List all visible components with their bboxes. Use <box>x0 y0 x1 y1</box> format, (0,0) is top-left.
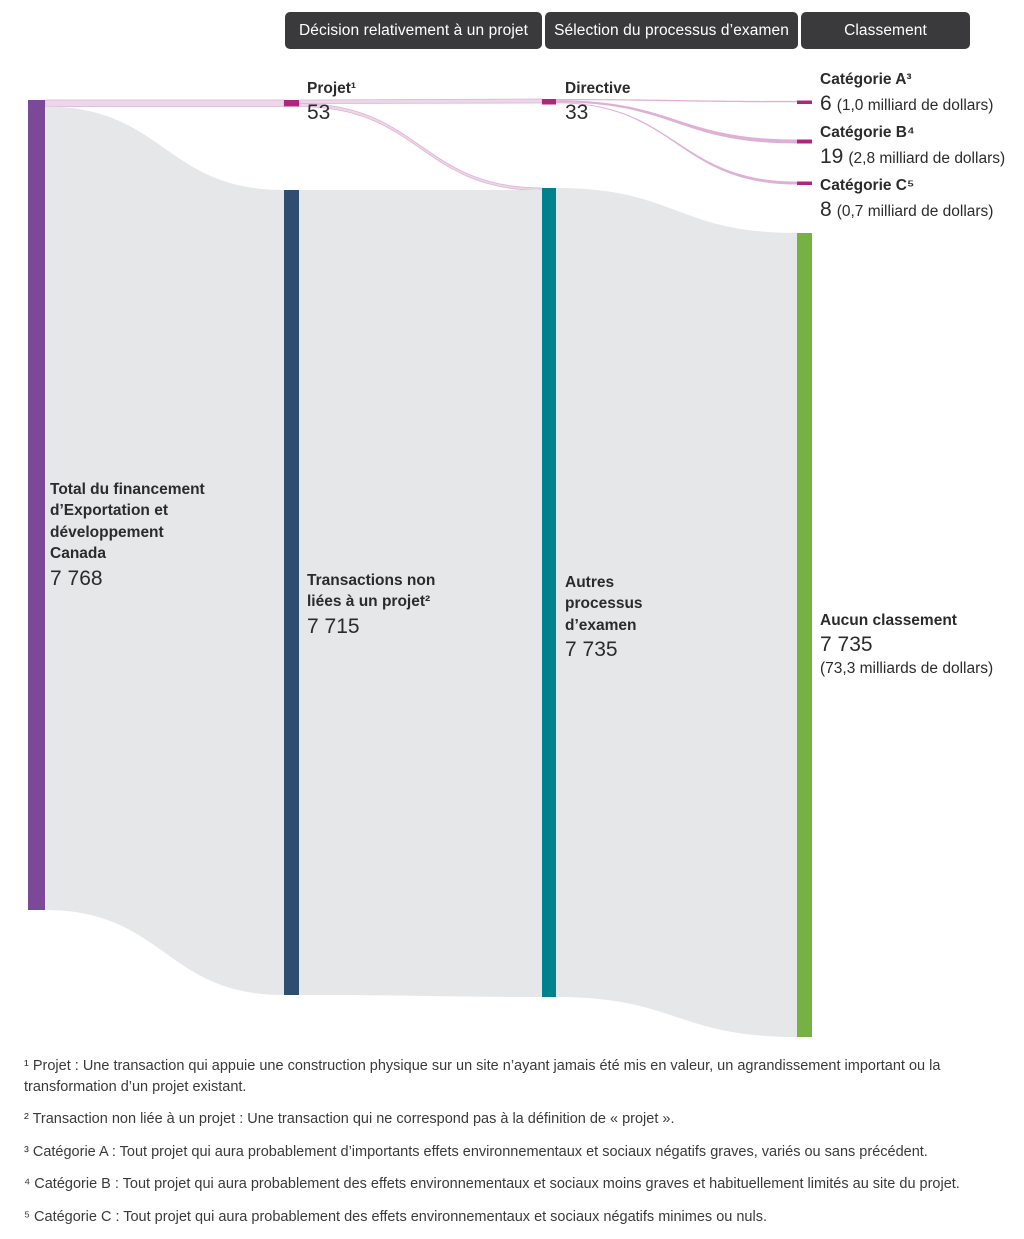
node-value: 19 <box>820 145 844 169</box>
node-label-catB: Catégorie B⁴ 19 (2,8 milliard de dollars… <box>820 122 1005 170</box>
node-title: Catégorie A³ <box>820 71 912 88</box>
stage-label: Classement <box>844 21 927 39</box>
node-value: 53 <box>307 101 331 125</box>
node-catC <box>797 181 812 185</box>
flow-autres-aucun <box>556 188 797 1037</box>
flow-total-transactions <box>45 106 284 995</box>
node-label-total: Total du financement d’Exportation et dé… <box>50 479 218 592</box>
node-value: 7 768 <box>50 566 103 590</box>
node-title: Directive <box>565 80 631 97</box>
flow-directive-catC <box>556 102 797 185</box>
node-amount: (0,7 milliard de dollars) <box>836 203 994 221</box>
node-label-transactions: Transactions non liées à un projet² 7 71… <box>307 570 442 640</box>
node-title: Transactions non liées à un projet² <box>307 572 436 611</box>
node-label-projet: Projet¹ 53 <box>307 78 356 127</box>
node-label-catA: Catégorie A³ 6 (1,0 milliard de dollars) <box>820 69 993 117</box>
footnote-4: ⁴ Catégorie B : Tout projet qui aura pro… <box>24 1176 960 1193</box>
node-total <box>28 100 45 910</box>
stage-label: Décision relativement à un projet <box>298 21 529 39</box>
node-label-autres: Autres processus d’examen 7 735 <box>565 572 695 663</box>
footnote-1: ¹ Projet : Une transaction qui appuie un… <box>24 1058 941 1095</box>
node-title: Projet¹ <box>307 80 357 97</box>
node-value-line: 8 (0,7 milliard de dollars) <box>820 197 993 222</box>
node-aucun <box>797 233 812 1037</box>
footnote-5: ⁵ Catégorie C : Tout projet qui aura pro… <box>24 1208 767 1225</box>
node-title: Total du financement d’Exportation et dé… <box>50 481 205 563</box>
node-catB <box>797 139 812 144</box>
node-value: 7 735 <box>820 633 873 657</box>
footnote-2: ² Transaction non liée à un projet : Une… <box>24 1111 675 1128</box>
footnotes: ¹ Projet : Une transaction qui appuie un… <box>24 1056 1002 1239</box>
footnote-3: ³ Catégorie A : Tout projet qui aura pro… <box>24 1143 928 1160</box>
stage-box-selection: Sélection du processus d’examen <box>545 12 798 49</box>
flow-transactions-autres <box>299 190 542 997</box>
node-value: 7 735 <box>565 638 618 662</box>
sankey-page: { "header": { "stages": [ { "label": "Dé… <box>24 12 1010 1225</box>
node-title: Autres processus d’examen <box>565 574 643 634</box>
stage-label: Sélection du processus d’examen <box>554 21 789 39</box>
stage-box-decision: Décision relativement à un projet <box>285 12 542 49</box>
node-amount: (73,3 milliards de dollars) <box>820 659 994 677</box>
node-label-aucun: Aucun classement 7 735 (73,3 milliards d… <box>820 610 1010 679</box>
node-value: 33 <box>565 101 589 125</box>
node-label-catC: Catégorie C⁵ 8 (0,7 milliard de dollars) <box>820 175 993 223</box>
node-value: 7 715 <box>307 614 360 638</box>
node-label-directive: Directive 33 <box>565 78 630 127</box>
node-value: 8 <box>820 198 832 222</box>
node-projet <box>284 100 299 107</box>
node-title: Catégorie B⁴ <box>820 124 915 141</box>
node-amount: (1,0 milliard de dollars) <box>836 97 994 115</box>
flow-directive-catB <box>556 100 797 144</box>
node-title: Aucun classement <box>820 612 957 629</box>
node-title: Catégorie C⁵ <box>820 177 915 194</box>
node-catA <box>797 100 812 104</box>
stage-box-classement: Classement <box>801 12 970 49</box>
flow-total-projet <box>44 99 285 107</box>
node-amount: (2,8 milliard de dollars) <box>848 150 1006 168</box>
node-value: 6 <box>820 92 832 116</box>
node-transactions <box>284 190 299 995</box>
node-value-line: 19 (2,8 milliard de dollars) <box>820 144 1005 169</box>
flow-directive-catA <box>556 99 797 103</box>
node-autres <box>542 188 556 997</box>
node-value-line: 6 (1,0 milliard de dollars) <box>820 91 993 116</box>
sankey-diagram <box>28 98 812 1037</box>
node-directive <box>542 99 556 105</box>
